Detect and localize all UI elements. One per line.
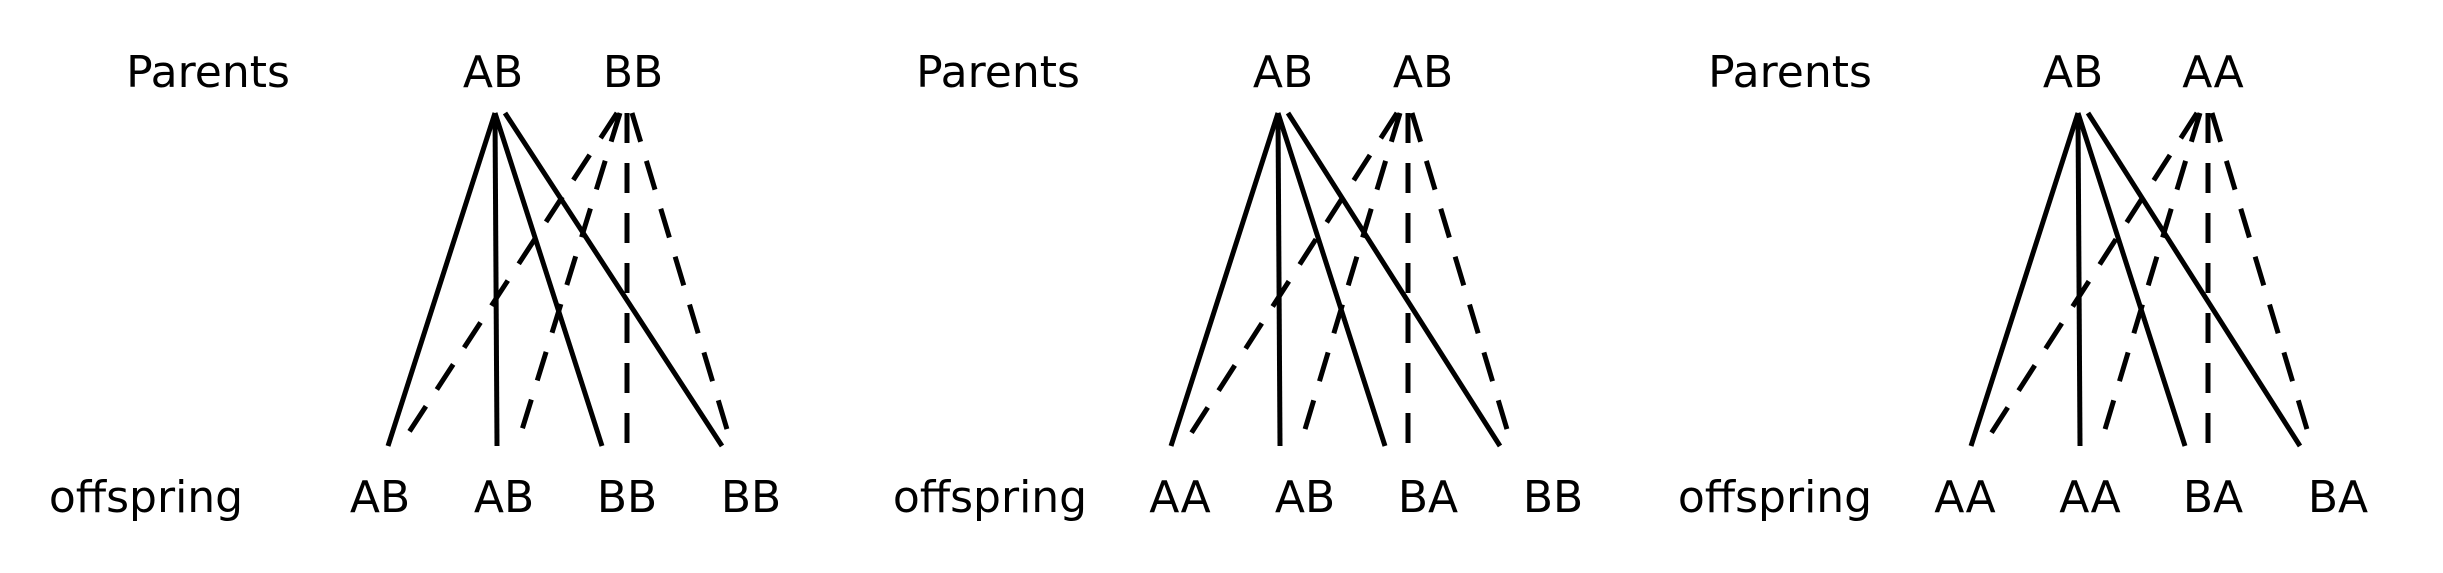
- solid-line-to-offspring-2: [2075, 112, 2083, 447]
- offspring-label: offspring: [893, 472, 1087, 523]
- parents-label: Parents: [1708, 47, 1872, 98]
- dashed-line-to-offspring-2: [514, 112, 623, 447]
- dashed-line-to-offspring-1: [397, 111, 620, 448]
- parent-1-lines: [1168, 111, 1503, 448]
- parent-2-lines: [397, 111, 735, 448]
- dashed-line-to-offspring-2: [2097, 112, 2203, 447]
- offspring-3-genotype: BA: [1398, 472, 1458, 523]
- panel-3: Parents AB AA offspring AA AA BA BA: [1678, 47, 2368, 523]
- solid-line-to-offspring-4: [2085, 111, 2303, 448]
- parent-2-genotype: AA: [2182, 47, 2243, 98]
- solid-line-to-offspring-2: [492, 112, 500, 447]
- solid-line-to-offspring-2: [1275, 112, 1283, 447]
- offspring-2-genotype: AB: [1275, 472, 1335, 523]
- offspring-3-genotype: BB: [597, 472, 657, 523]
- solid-line-to-offspring-3: [2075, 112, 2188, 447]
- dashed-line-to-offspring-2: [1297, 112, 1403, 447]
- parent-1-genotype: AB: [1253, 47, 1313, 98]
- solid-line-to-offspring-3: [1275, 112, 1388, 447]
- offspring-4-genotype: BA: [2308, 472, 2368, 523]
- offspring-2-genotype: AA: [2059, 472, 2120, 523]
- dashed-line-to-offspring-1: [1980, 111, 2200, 448]
- parents-label: Parents: [126, 47, 290, 98]
- solid-line-to-offspring-1: [1968, 112, 2081, 447]
- dashed-line-to-offspring-4: [1409, 112, 1515, 447]
- solid-line-to-offspring-1: [1168, 112, 1281, 447]
- solid-line-to-offspring-1: [385, 112, 498, 447]
- parent-2-lines: [1180, 111, 1515, 448]
- offspring-2-genotype: AB: [474, 472, 534, 523]
- solid-line-to-offspring-3: [492, 112, 605, 447]
- parent-2-genotype: BB: [603, 47, 663, 98]
- offspring-label: offspring: [49, 472, 243, 523]
- offspring-1-genotype: AA: [1149, 472, 1210, 523]
- parent-1-genotype: AB: [463, 47, 523, 98]
- offspring-3-genotype: BA: [2183, 472, 2243, 523]
- offspring-label: offspring: [1678, 472, 1872, 523]
- offspring-1-genotype: AA: [1934, 472, 1995, 523]
- parents-label: Parents: [916, 47, 1080, 98]
- parent-1-lines: [1968, 111, 2303, 448]
- solid-line-to-offspring-4: [502, 111, 725, 448]
- parent-2-lines: [1980, 111, 2315, 448]
- offspring-4-genotype: BB: [721, 472, 781, 523]
- dashed-line-to-offspring-1: [1180, 111, 1400, 448]
- panel-2: Parents AB AB offspring AA AB BA BB: [893, 47, 1583, 523]
- dashed-line-to-offspring-4: [2209, 112, 2315, 447]
- parent-1-lines: [385, 111, 725, 448]
- parent-1-genotype: AB: [2043, 47, 2103, 98]
- panel-1: Parents AB BB offspring AB AB BB BB: [49, 47, 781, 523]
- offspring-4-genotype: BB: [1523, 472, 1583, 523]
- solid-line-to-offspring-4: [1285, 111, 1503, 448]
- parent-2-genotype: AB: [1393, 47, 1453, 98]
- offspring-1-genotype: AB: [350, 472, 410, 523]
- dashed-line-to-offspring-4: [629, 112, 735, 447]
